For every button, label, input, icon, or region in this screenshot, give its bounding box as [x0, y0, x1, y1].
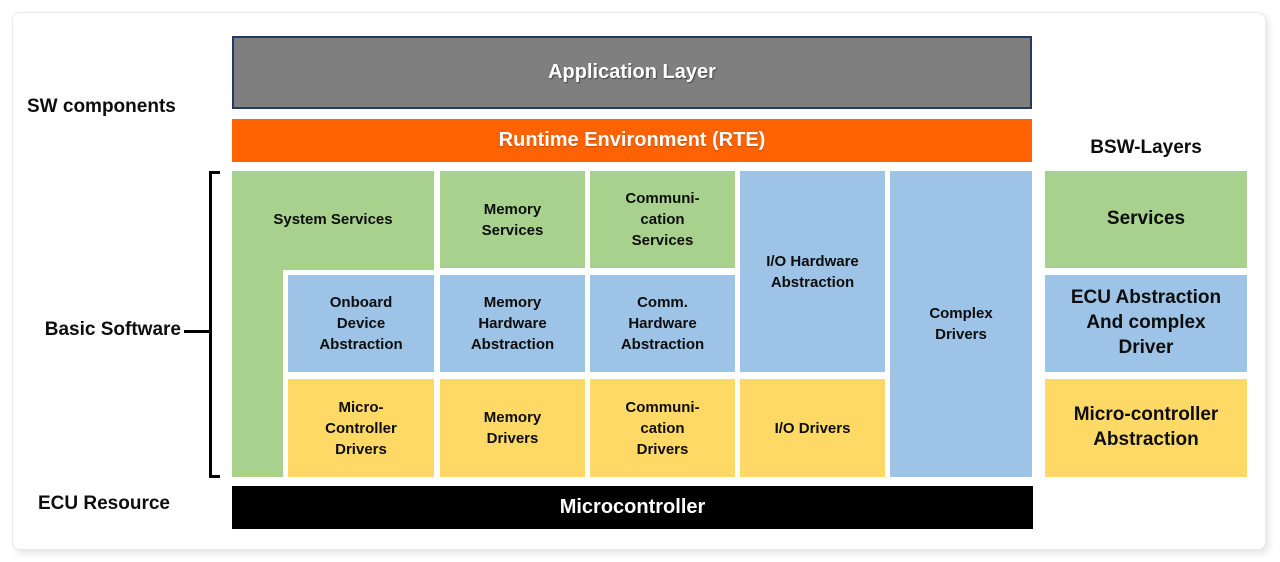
bracket-label-dash: [184, 330, 211, 333]
microcontroller-box: Microcontroller: [232, 486, 1033, 529]
cell-onboard-device-abstraction: Onboard Device Abstraction: [288, 275, 434, 372]
rte-box: Runtime Environment (RTE): [232, 119, 1032, 162]
cell-memory-services: Memory Services: [440, 171, 585, 268]
cell-microcontroller-drivers: Micro- Controller Drivers: [288, 379, 434, 477]
cell-complex-drivers: Complex Drivers: [890, 171, 1032, 477]
cell-microcontroller-abstraction: Micro-controller Abstraction: [1045, 379, 1247, 477]
label-sw-components: SW components: [27, 96, 176, 117]
bracket-top-arm: [209, 171, 220, 174]
bracket-bottom-arm: [209, 475, 220, 478]
cell-memory-hardware-abstraction: Memory Hardware Abstraction: [440, 275, 585, 372]
system-services-label: System Services: [273, 211, 393, 228]
label-bsw-layers: BSW-Layers: [1090, 137, 1202, 158]
bracket-vertical-line: [209, 171, 212, 478]
cell-communication-drivers: Communi- cation Drivers: [590, 379, 735, 477]
cell-io-hardware-abstraction: I/O Hardware Abstraction: [740, 171, 885, 372]
cell-io-drivers: I/O Drivers: [740, 379, 885, 477]
label-basic-software: Basic Software: [44, 319, 181, 340]
cell-memory-drivers: Memory Drivers: [440, 379, 585, 477]
application-layer-box: Application Layer: [232, 36, 1032, 109]
label-ecu-resource: ECU Resource: [38, 493, 170, 514]
cell-communication-services: Communi- cation Services: [590, 171, 735, 268]
cell-ecu-abstraction-complex-driver: ECU Abstraction And complex Driver: [1045, 275, 1247, 372]
cell-services: Services: [1045, 171, 1247, 268]
cell-comm-hardware-abstraction: Comm. Hardware Abstraction: [590, 275, 735, 372]
